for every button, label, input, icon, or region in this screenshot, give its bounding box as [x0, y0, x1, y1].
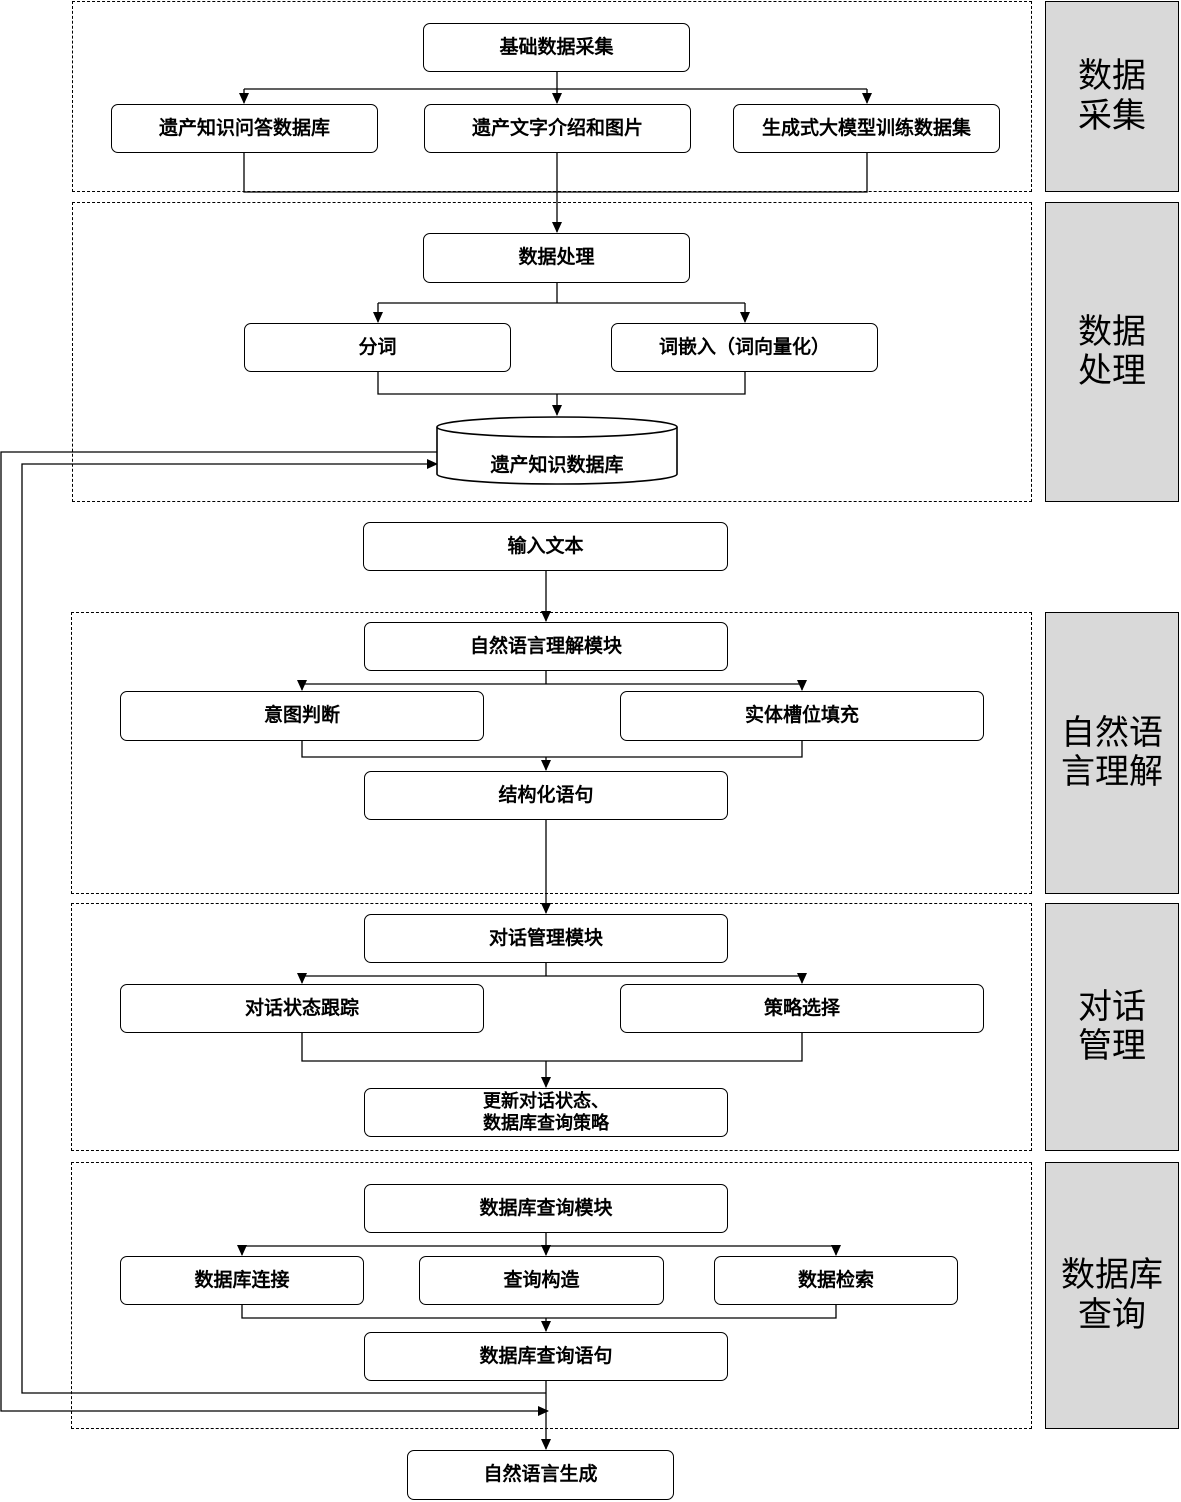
section-frame-dialog: [71, 903, 1032, 1151]
side-label-db-query: 数据库 查询: [1045, 1162, 1179, 1429]
side-label-dialog: 对话 管理: [1045, 903, 1179, 1151]
node-basic-collection: 基础数据采集: [423, 23, 690, 72]
section-frame-processing: [72, 202, 1032, 502]
node-nlu-module: 自然语言理解模块: [364, 622, 728, 671]
database-cylinder: [436, 416, 678, 485]
node-qa-database: 遗产知识问答数据库: [111, 104, 378, 153]
section-frame-nlu: [71, 612, 1032, 894]
side-label-nlu: 自然语 言理解: [1045, 612, 1179, 894]
side-label-processing: 数据 处理: [1045, 202, 1179, 502]
node-db-connect: 数据库连接: [120, 1256, 364, 1305]
node-data-retrieval: 数据检索: [714, 1256, 958, 1305]
node-dbq-module: 数据库查询模块: [364, 1184, 728, 1233]
node-input-text: 输入文本: [363, 522, 728, 571]
node-update-state: 更新对话状态、 数据库查询策略: [364, 1088, 728, 1137]
node-structured-sentence: 结构化语句: [364, 771, 728, 820]
node-data-processing: 数据处理: [423, 233, 690, 283]
node-tokenize: 分词: [244, 323, 511, 372]
section-frame-db-query: [71, 1162, 1032, 1429]
node-text-images: 遗产文字介绍和图片: [424, 104, 691, 153]
node-embedding: 词嵌入（词向量化）: [611, 323, 878, 372]
side-label-collection: 数据 采集: [1045, 1, 1179, 192]
node-slot-filling: 实体槽位填充: [620, 691, 984, 741]
node-policy: 策略选择: [620, 984, 984, 1033]
node-intent: 意图判断: [120, 691, 484, 741]
node-state-tracking: 对话状态跟踪: [120, 984, 484, 1033]
node-knowledge-database: 遗产知识数据库: [490, 453, 624, 476]
node-dm-module: 对话管理模块: [364, 914, 728, 963]
node-gen-training-set: 生成式大模型训练数据集: [733, 104, 1000, 153]
node-query-build: 查询构造: [419, 1256, 664, 1305]
node-nlg: 自然语言生成: [407, 1450, 674, 1500]
node-db-statement: 数据库查询语句: [364, 1332, 728, 1381]
